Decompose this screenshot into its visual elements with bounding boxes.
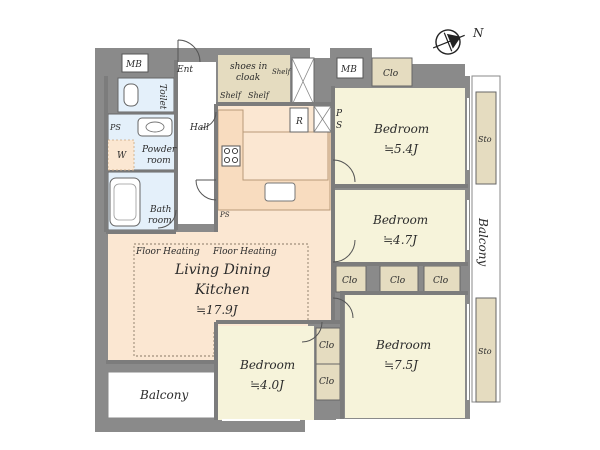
bedroom-3-size: ≒7.5J bbox=[384, 358, 419, 372]
hall-label: Hall bbox=[189, 123, 209, 133]
shelf-top bbox=[270, 58, 290, 88]
bath-room-label-1: Bath bbox=[149, 205, 171, 215]
windows bbox=[222, 98, 470, 421]
meter-box-right bbox=[336, 57, 364, 79]
powder-room-label-1: Powder bbox=[141, 145, 177, 155]
closet-mid-1-label: Clo bbox=[342, 276, 358, 286]
washer-label: W bbox=[117, 151, 127, 161]
toilet-bowl bbox=[123, 83, 139, 107]
mb-left-label: MB bbox=[125, 60, 142, 70]
closet-mid-3-label: Clo bbox=[433, 276, 449, 286]
balcony-left bbox=[107, 371, 217, 419]
door-swings bbox=[157, 39, 356, 343]
bedroom-1-label: Bedroom bbox=[373, 122, 429, 136]
bedroom-2-floor bbox=[335, 190, 465, 264]
sink bbox=[137, 117, 173, 137]
entrance-label: Ent bbox=[176, 65, 193, 75]
ldk-size: ≒17.9J bbox=[196, 303, 239, 317]
hall-floor bbox=[176, 104, 216, 224]
ps-left-label: PS bbox=[109, 123, 121, 132]
bedroom-4-label: Bedroom bbox=[239, 358, 295, 372]
bedroom-4-size: ≒4.0J bbox=[250, 378, 285, 392]
shelf-top-label: Shelf bbox=[272, 68, 292, 76]
floor-heating-label-2: Floor Heating bbox=[212, 247, 277, 257]
powder-room-label-2: room bbox=[147, 156, 171, 166]
closet-mid-3 bbox=[423, 265, 461, 293]
meter-box-left bbox=[121, 53, 149, 73]
closet-top bbox=[371, 57, 413, 87]
bedroom-4-floor bbox=[218, 326, 314, 420]
storage-top-label: Sto bbox=[478, 135, 492, 144]
closet-top-label: Clo bbox=[383, 69, 399, 79]
storage-bottom bbox=[475, 297, 497, 403]
shoes-cloak-label-2: cloak bbox=[236, 73, 260, 83]
bedroom-2-label: Bedroom bbox=[372, 213, 428, 227]
entrance-floor bbox=[176, 62, 216, 104]
kitchen-island bbox=[242, 131, 329, 181]
shelf-1-label: Shelf bbox=[220, 91, 243, 100]
bedroom-1-size: ≒5.4J bbox=[384, 142, 419, 156]
closet-mid-2-label: Clo bbox=[390, 276, 406, 286]
bath-tub bbox=[109, 177, 141, 227]
washer-pan bbox=[107, 139, 135, 171]
mb-right-label: MB bbox=[340, 65, 357, 75]
bedroom-3-floor bbox=[345, 294, 465, 418]
stove bbox=[221, 145, 241, 167]
floor-heating-label-1: Floor Heating bbox=[135, 247, 200, 257]
refrigerator bbox=[289, 107, 309, 133]
closet-low-2-label: Clo bbox=[319, 377, 335, 387]
ldk-label-1: Living Dining bbox=[174, 262, 271, 278]
refrigerator-label: R bbox=[295, 117, 303, 127]
balcony-left-label: Balcony bbox=[139, 388, 188, 402]
ldk-label-2: Kitchen bbox=[194, 282, 250, 298]
shelf-2-label: Shelf bbox=[248, 91, 271, 100]
shoes-cloak-label-1: shoes in bbox=[230, 62, 268, 72]
compass-label: N bbox=[472, 26, 484, 40]
inner-walls bbox=[104, 60, 468, 420]
ps-bottom-label: PS bbox=[219, 211, 230, 219]
bedroom-3-label: Bedroom bbox=[375, 338, 431, 352]
bedroom-1-floor bbox=[335, 88, 465, 184]
storage-bottom-label: Sto bbox=[478, 347, 492, 356]
kitchen-sink bbox=[264, 182, 296, 202]
balcony-right-label: Balcony bbox=[476, 217, 490, 266]
ps-right-label-1: P bbox=[335, 109, 343, 119]
compass-icon bbox=[432, 29, 465, 55]
toilet-label: Toilet bbox=[157, 84, 167, 110]
bath-room-label-2: room bbox=[148, 216, 172, 226]
storage-top bbox=[475, 91, 497, 185]
closet-low-1-label: Clo bbox=[319, 341, 335, 351]
bedroom-2-size: ≒4.7J bbox=[383, 233, 418, 247]
ps-right-label-2: S bbox=[336, 121, 342, 131]
